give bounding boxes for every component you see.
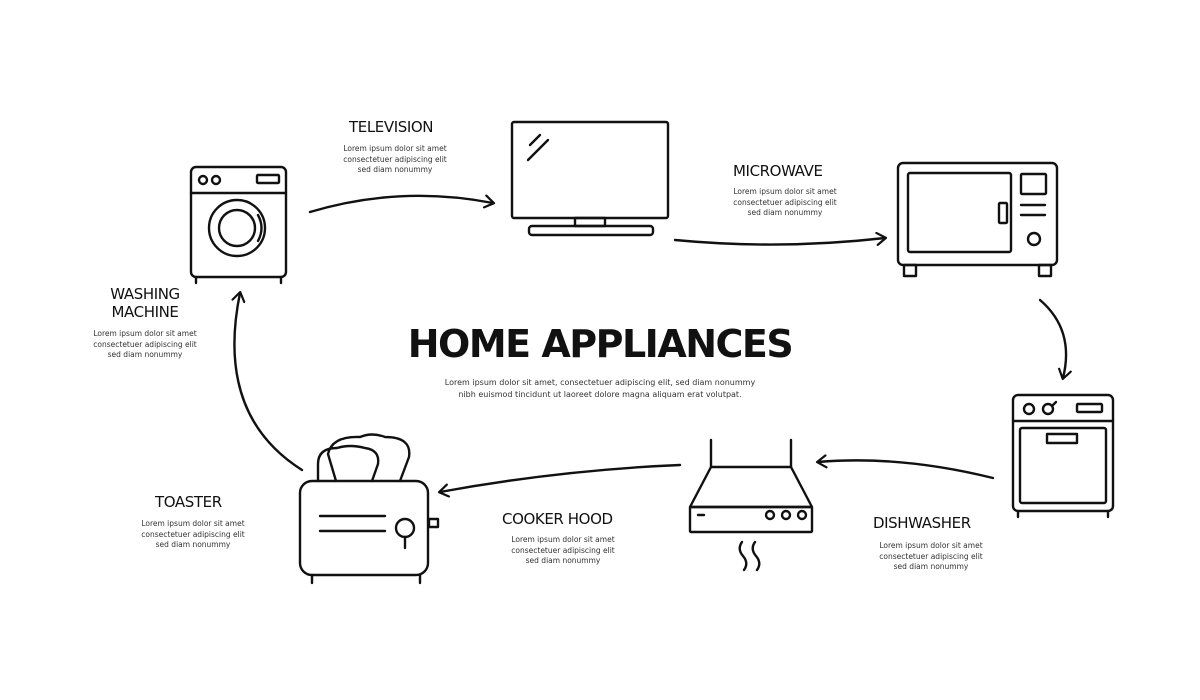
cooker-hood-icon	[688, 438, 814, 572]
page-subtitle: Lorem ipsum dolor sit amet, consectetuer…	[360, 377, 840, 401]
description-line: Lorem ipsum dolor sit amet	[879, 541, 983, 550]
dishwasher-label: DISHWASHER	[873, 514, 971, 532]
description-line: Lorem ipsum dolor sit amet	[343, 144, 447, 153]
arrow-television-to-microwave	[673, 238, 885, 245]
subtitle-line: Lorem ipsum dolor sit amet, consectetuer…	[444, 378, 756, 387]
arrow-cooker-hood-to-toaster	[440, 463, 682, 492]
toaster-icon	[298, 433, 440, 585]
description-line: consectetuer adipiscing elit	[733, 197, 837, 207]
dishwasher-icon	[1011, 393, 1115, 519]
label-line: WASHING	[110, 285, 180, 303]
description-line: sed diam nonummy	[747, 208, 823, 217]
description-line: sed diam nonummy	[107, 350, 183, 359]
toaster-description: Lorem ipsum dolor sit amet consectetuer …	[118, 519, 268, 551]
page-title: HOME APPLIANCES	[407, 322, 794, 366]
description-line: sed diam nonummy	[155, 540, 231, 549]
toaster-label: TOASTER	[155, 493, 222, 511]
microwave-description: Lorem ipsum dolor sit amet consectetuer …	[710, 187, 860, 219]
description-line: consectetuer adipiscing elit	[93, 339, 197, 349]
description-line: consectetuer adipiscing elit	[511, 545, 615, 555]
description-line: consectetuer adipiscing elit	[343, 154, 447, 164]
description-line: consectetuer adipiscing elit	[879, 551, 983, 561]
television-description: Lorem ipsum dolor sit amet consectetuer …	[320, 144, 470, 176]
arrow-toaster-to-washing	[234, 293, 304, 472]
description-line: Lorem ipsum dolor sit amet	[733, 187, 837, 196]
description-line: Lorem ipsum dolor sit amet	[511, 535, 615, 544]
dishwasher-description: Lorem ipsum dolor sit amet consectetuer …	[856, 541, 1006, 573]
description-line: Lorem ipsum dolor sit amet	[141, 519, 245, 528]
washing-machine-description: Lorem ipsum dolor sit amet consectetuer …	[70, 329, 220, 361]
description-line: consectetuer adipiscing elit	[141, 529, 245, 539]
description-line: sed diam nonummy	[357, 165, 433, 174]
arrow-washing-to-television	[308, 196, 493, 214]
description-line: Lorem ipsum dolor sit amet	[93, 329, 197, 338]
washing-machine-label: WASHING MACHINE	[85, 285, 205, 321]
television-label: TELEVISION	[349, 118, 434, 136]
cooker-hood-description: Lorem ipsum dolor sit amet consectetuer …	[488, 535, 638, 567]
description-line: sed diam nonummy	[893, 562, 969, 571]
washing-machine-icon	[189, 165, 288, 285]
microwave-label: MICROWAVE	[733, 162, 823, 180]
arrow-dishwasher-to-cooker-hood	[818, 460, 995, 480]
cooker-hood-label: COOKER HOOD	[502, 510, 613, 528]
television-icon	[510, 120, 670, 237]
microwave-icon	[896, 161, 1059, 278]
description-line: sed diam nonummy	[525, 556, 601, 565]
subtitle-line: nibh euismod tincidunt ut laoreet dolore…	[458, 390, 742, 399]
arrow-microwave-to-dishwasher	[1038, 298, 1066, 378]
label-line: MACHINE	[111, 303, 179, 321]
